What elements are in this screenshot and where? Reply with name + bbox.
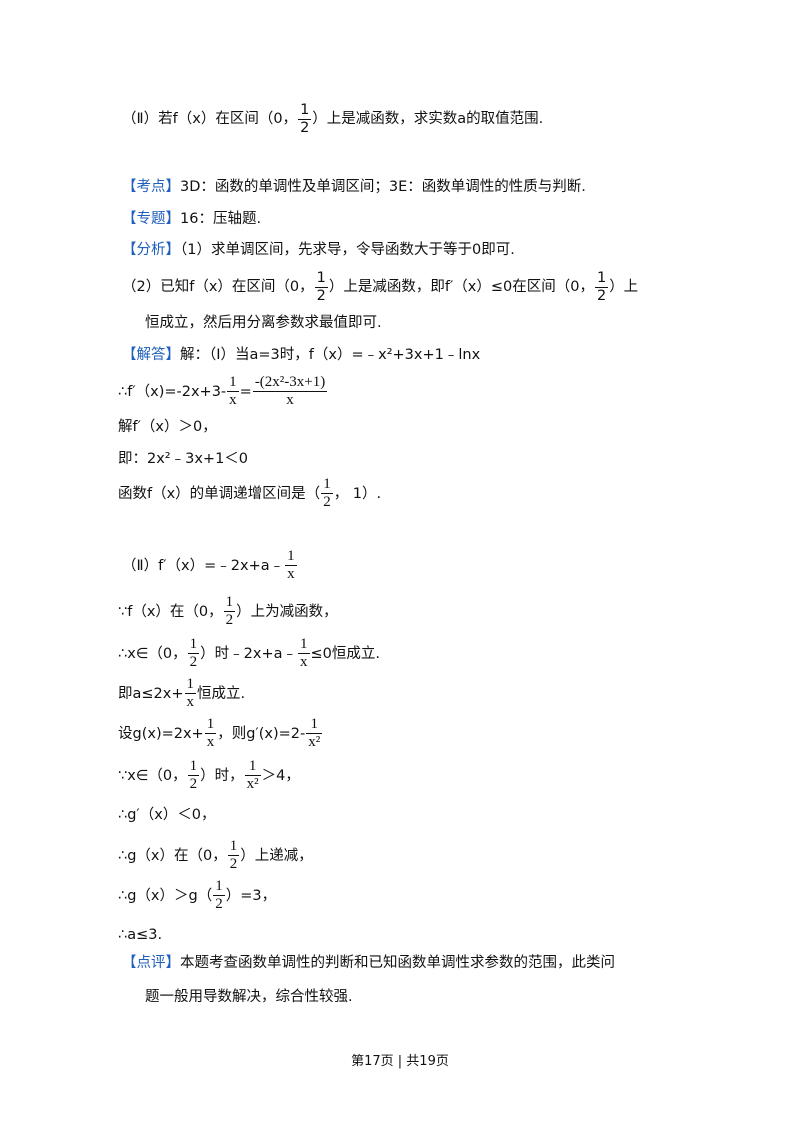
jieda-line-3: 解f′（x）＞0， xyxy=(118,419,217,435)
part2-line-7: ∴g′（x）＜0， xyxy=(118,807,216,823)
jieda-line-4: 即：2x²﹣3x+1＜0 xyxy=(118,451,249,467)
zhuanti-tag: 【专题】 xyxy=(122,211,180,227)
jieda-tag: 【解答】 xyxy=(122,347,180,363)
part2-line-10: ∴a≤3. xyxy=(118,927,163,943)
fenxi-tag: 【分析】 xyxy=(122,242,180,258)
page-footer: 第17页 | 共19页 xyxy=(351,1054,449,1069)
kaodian-tag: 【考点】 xyxy=(122,179,180,195)
fenxi-line-1: 【分析】（1）求单调区间，先求导，令导函数大于等于0即可. xyxy=(122,242,515,258)
dianping-tag: 【点评】 xyxy=(122,955,180,971)
dianping-line-1: 【点评】本题考查函数单调性的判断和已知函数单调性求参数的范围，此类问 xyxy=(122,955,615,971)
fraction: -(2x²-3x+1)x xyxy=(252,374,328,409)
jieda-line-1: 【解答】解：（Ⅰ）当a=3时，f（x）=﹣x²+3x+1﹣lnx xyxy=(122,347,481,363)
fenxi-line-3: 恒成立，然后用分离参数求最值即可. xyxy=(145,315,382,331)
dianping-line-2: 题一般用导数解决，综合性较强. xyxy=(145,989,353,1005)
kaodian-line: 【考点】3D：函数的单调性及单调区间；3E：函数单调性的性质与判断. xyxy=(122,179,586,195)
zhuanti-line: 【专题】16：压轴题. xyxy=(122,211,262,227)
